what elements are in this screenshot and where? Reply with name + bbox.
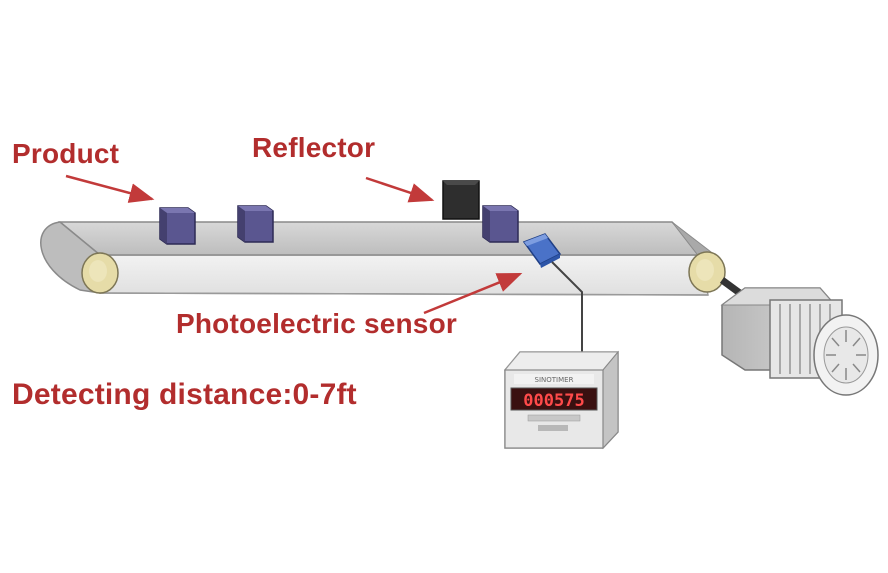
sensor-cable bbox=[551, 261, 583, 358]
photoelectric-sensor-label: Photoelectric sensor bbox=[176, 308, 457, 339]
reflector-label: Reflector bbox=[252, 132, 376, 163]
counter-brand-text: SINOTIMER bbox=[535, 376, 574, 384]
reflector bbox=[442, 180, 480, 220]
reflector-arrow bbox=[365, 176, 435, 203]
conveyor-belt bbox=[40, 221, 721, 296]
sensor-arrow bbox=[423, 272, 523, 315]
product-box-1 bbox=[159, 207, 196, 245]
right-roller bbox=[688, 251, 726, 293]
left-roller bbox=[81, 252, 119, 294]
detecting-distance-label: Detecting distance:0-7ft bbox=[12, 378, 357, 411]
motor bbox=[720, 287, 879, 396]
photoelectric-sensor bbox=[522, 233, 562, 268]
product-arrow bbox=[65, 174, 155, 203]
product-box-2 bbox=[237, 205, 274, 243]
counter-display-value: 000575 bbox=[523, 391, 584, 411]
counter-device bbox=[503, 350, 620, 450]
product-label: Product bbox=[12, 138, 120, 169]
product-box-3 bbox=[482, 205, 519, 243]
